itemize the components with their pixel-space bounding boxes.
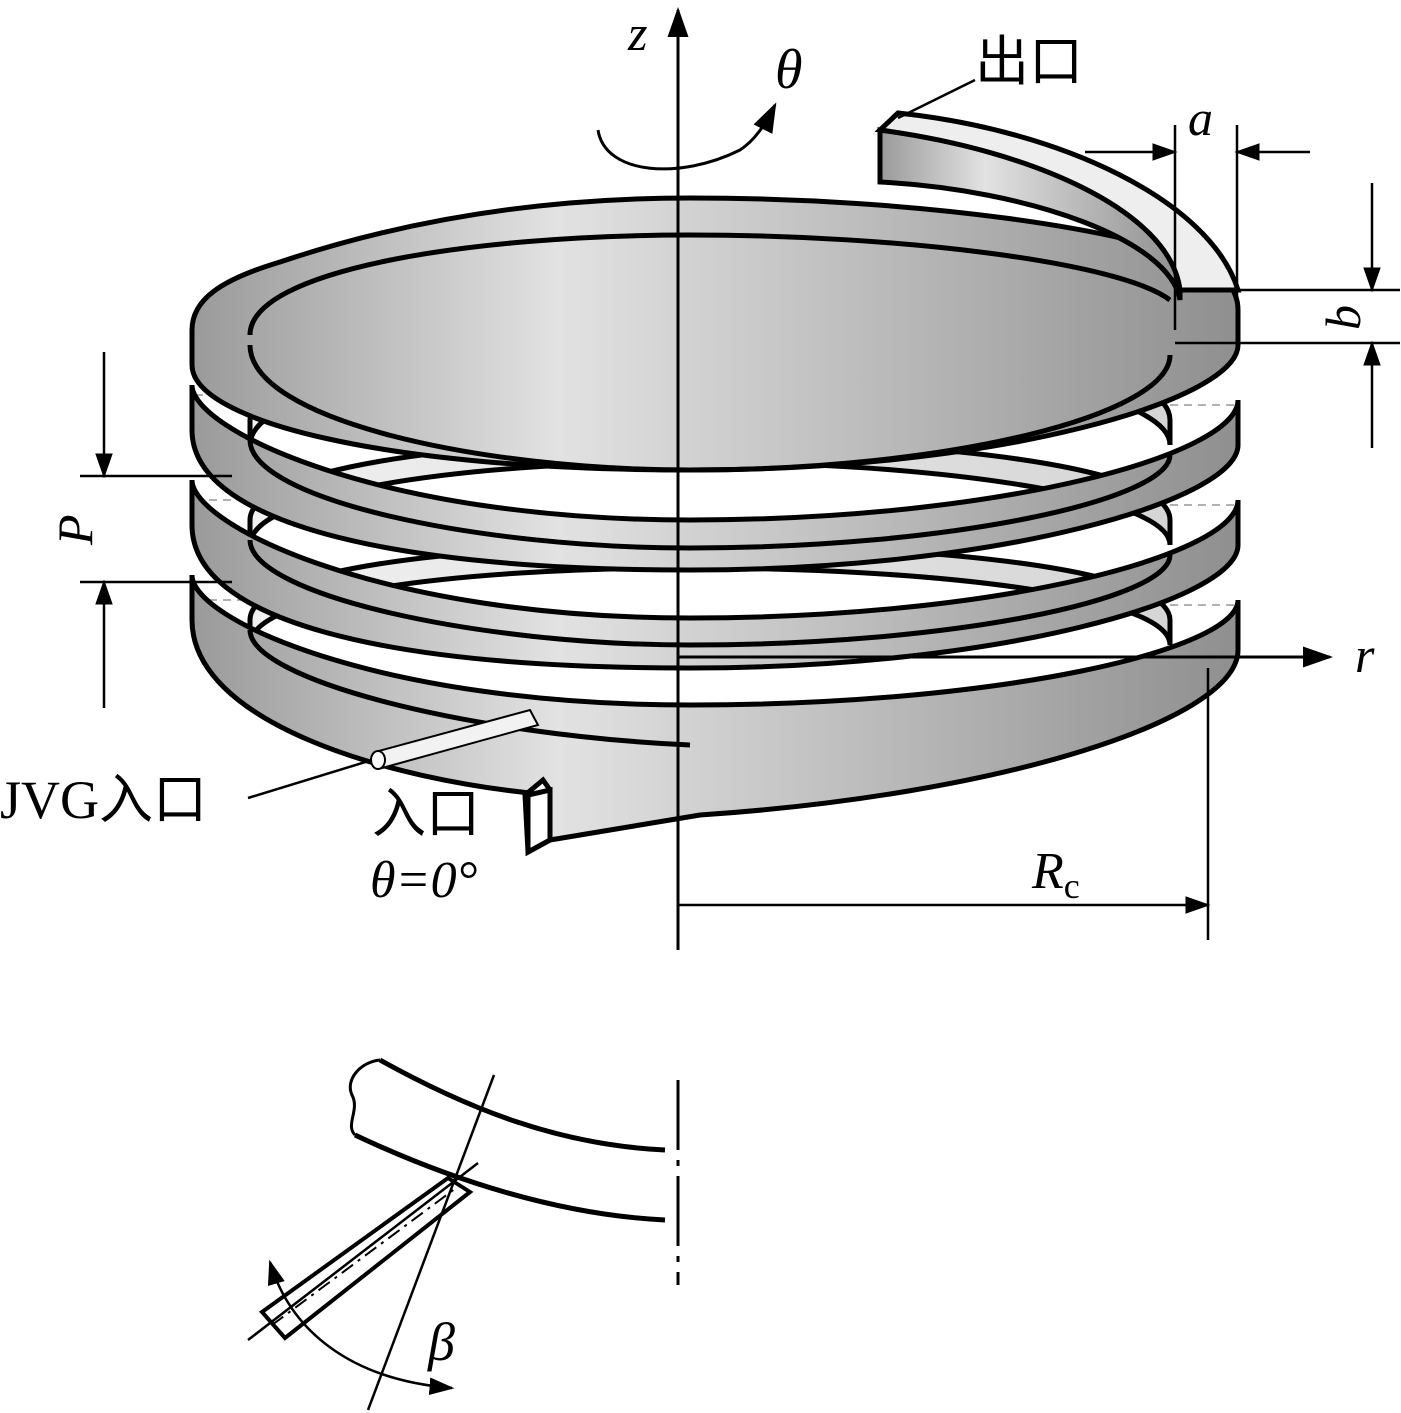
z-axis-label: z [627, 5, 647, 61]
theta-label: θ [775, 39, 803, 101]
rc-label: Rc [1031, 843, 1080, 906]
p-dimension-label: P [47, 514, 103, 546]
a-dimension-label: a [1188, 90, 1213, 146]
rc-subscript: c [1064, 866, 1080, 906]
jvg-inlet-label: JVG入口 [0, 770, 207, 830]
b-dimension-label: b [1315, 305, 1371, 330]
jvg-tube [370, 708, 540, 770]
inlet-label: 入口 [372, 784, 480, 844]
coil-front-bands [189, 195, 1241, 843]
coil [189, 110, 1242, 857]
axes [596, 7, 1333, 950]
inlet-angle-label: θ=0° [370, 852, 477, 909]
r-axis-label: r [1355, 627, 1375, 683]
beta-detail [247, 1057, 680, 1411]
rc-main: R [1031, 843, 1064, 900]
outlet-label: 出口 [975, 32, 1083, 92]
dimension-lines [80, 78, 1400, 940]
coil-inner-edges [247, 232, 1173, 748]
labels: z r θ 出口 a b P JVG入口 入口 θ=0° Rc β [0, 5, 1375, 1372]
coil-inlet-end [522, 776, 553, 857]
theta-rotation-arrow [596, 102, 777, 171]
beta-label: β [427, 1312, 455, 1372]
